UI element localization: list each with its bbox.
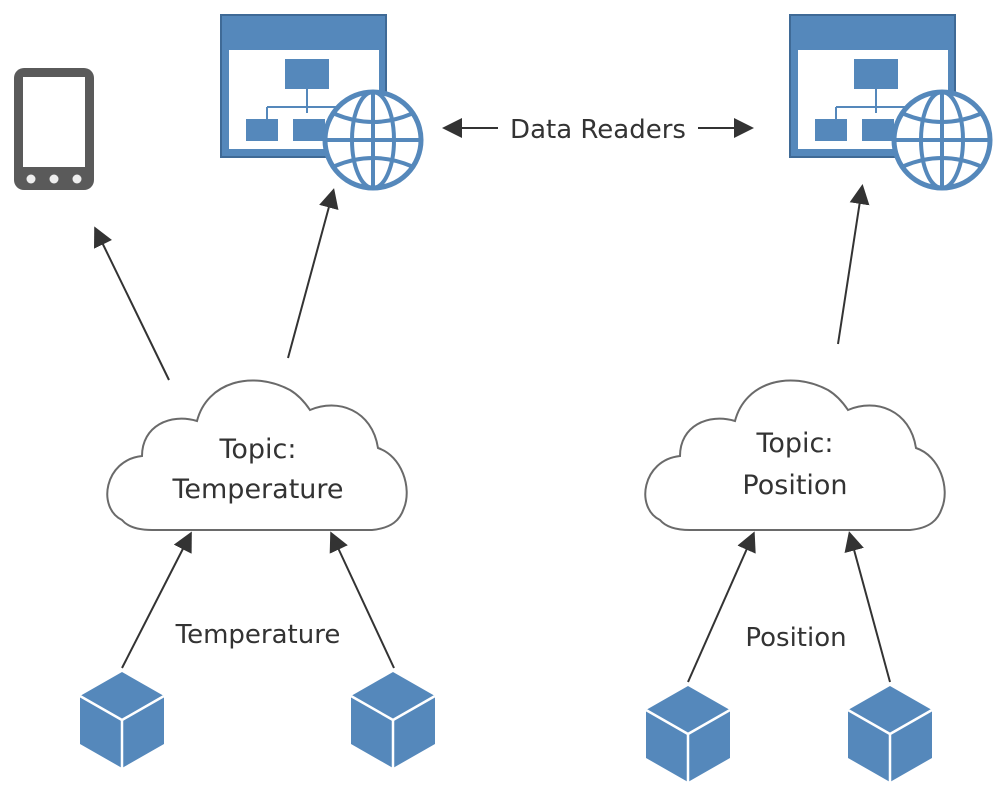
publisher-label-position: Position — [745, 623, 846, 653]
cube-icon — [349, 670, 437, 770]
arrow-publisher-2 — [329, 531, 395, 669]
arrow-publisher-1 — [121, 531, 192, 669]
arrow-to-mobile — [94, 226, 170, 381]
web-app-right-icon — [790, 15, 990, 188]
arrow-publisher-3 — [687, 531, 756, 683]
cube-icon — [78, 670, 166, 770]
web-app-left-icon — [221, 15, 421, 188]
cube-icon — [846, 684, 934, 784]
arrow-publisher-4 — [844, 531, 891, 683]
arrow-to-web-app-right — [837, 184, 870, 345]
mobile-phone-icon — [14, 68, 94, 190]
topic-temperature-line1: Topic: — [218, 434, 296, 465]
topic-temperature-line2: Temperature — [171, 474, 343, 505]
arrow-to-web-app-left — [287, 188, 339, 359]
topic-position-line2: Position — [742, 470, 847, 501]
cube-icon — [644, 684, 732, 784]
topic-position-line1: Topic: — [755, 428, 833, 459]
data-readers-label: Data Readers — [510, 115, 686, 145]
publisher-label-temperature: Temperature — [175, 620, 341, 650]
